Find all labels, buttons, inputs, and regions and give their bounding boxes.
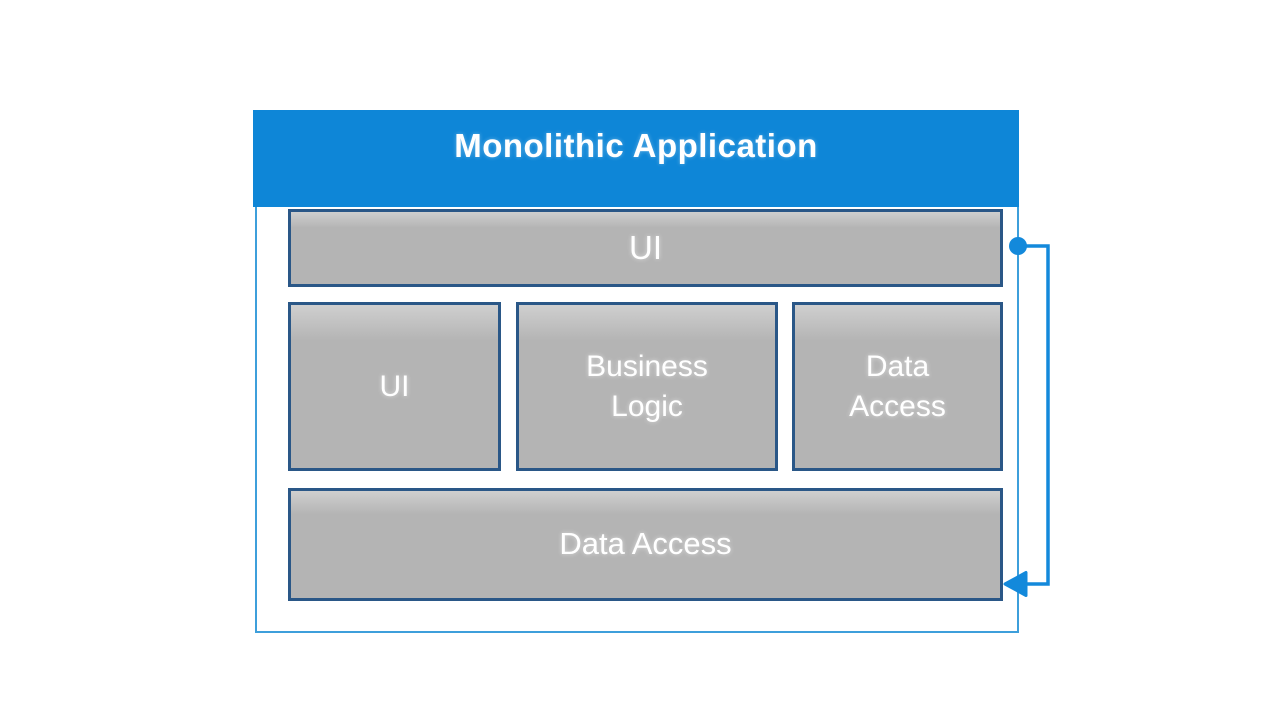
- business-logic-box: Business Logic: [516, 302, 778, 471]
- ui-module-box: UI: [288, 302, 501, 471]
- application-title: Monolithic Application: [454, 126, 818, 164]
- ui-module-label: UI: [379, 369, 410, 403]
- data-access-layer-box: Data Access: [288, 488, 1003, 601]
- ui-layer-box: UI: [288, 209, 1003, 287]
- data-access-module-label: Data Access: [849, 349, 946, 423]
- data-access-layer-label: Data Access: [559, 526, 732, 562]
- connector-line: [1018, 244, 1050, 586]
- business-logic-label: Business Logic: [586, 349, 708, 423]
- ui-layer-label: UI: [629, 229, 662, 267]
- data-access-module-box: Data Access: [792, 302, 1003, 471]
- application-header: Monolithic Application: [253, 110, 1019, 207]
